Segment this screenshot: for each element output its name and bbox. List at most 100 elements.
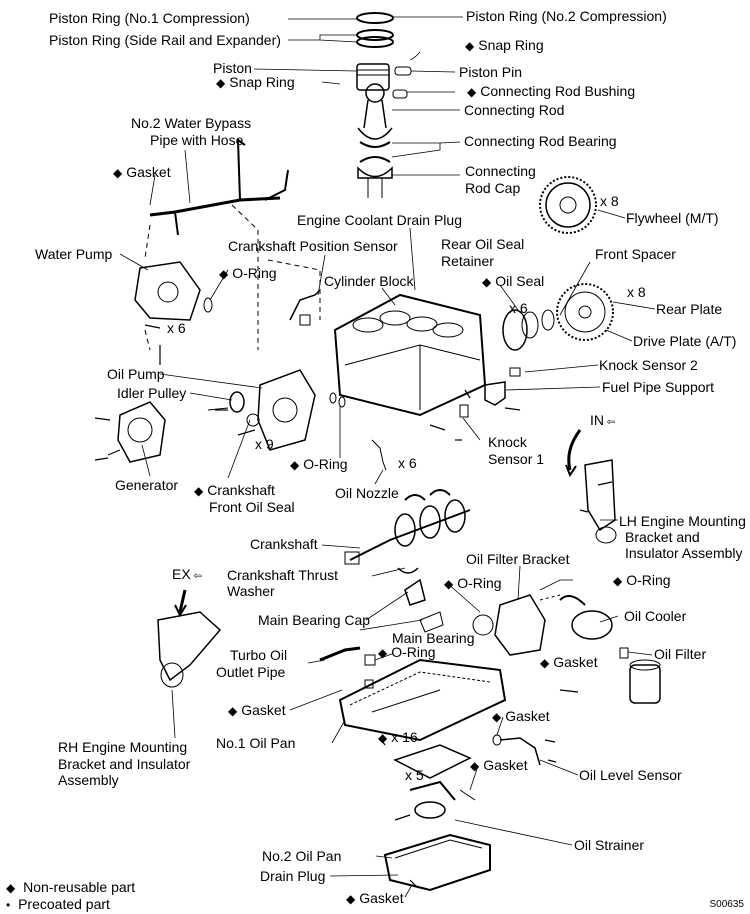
- label-oil-seal: ◆Oil Seal: [482, 273, 545, 289]
- label-connecting-rod: Connecting Rod: [464, 102, 565, 118]
- label-o-ring-middle: ◆O-Ring: [290, 456, 348, 472]
- oil-strainer-icon: [409, 780, 476, 819]
- label-gasket-drain: ◆Gasket: [346, 890, 404, 906]
- label-turbo-oil-outlet-pipe-line1: Turbo Oil: [230, 647, 288, 663]
- label-crankshaft-thrust-washer-line1: Crankshaft Thrust: [227, 567, 339, 583]
- diamond-icon: ◆: [194, 484, 204, 498]
- connecting-rod-icon: [357, 83, 408, 198]
- label-cylinder-block: Cylinder Block: [324, 273, 414, 289]
- label-engine-coolant-drain-plug: Engine Coolant Drain Plug: [297, 212, 462, 228]
- drive-plate-icon: [556, 283, 614, 341]
- label-piston-pin: Piston Pin: [459, 64, 523, 80]
- diamond-icon: ◆: [290, 458, 300, 472]
- label-o-ring-turbo: ◆O-Ring: [378, 644, 436, 660]
- front-arrow-icon: ⇦: [604, 417, 616, 428]
- label-oil-pump: Oil Pump: [107, 366, 165, 382]
- label-x5: x 5: [405, 767, 424, 783]
- diamond-icon: ◆: [470, 759, 480, 773]
- in-direction-marker: IN ⇦: [590, 412, 616, 428]
- diamond-icon: ◆: [378, 646, 388, 660]
- crankshaft-icon: [344, 489, 471, 565]
- water-pump-icon: [134, 261, 213, 321]
- label-o-ring-right: ◆O-Ring: [444, 575, 502, 591]
- diamond-icon: ◆: [6, 881, 16, 895]
- label-rear-oil-seal-retainer-line1: Rear Oil Seal: [441, 236, 525, 252]
- oil-cooler-icon: [559, 595, 613, 640]
- oil-filter-icon: [619, 647, 661, 704]
- no2-oil-pan-icon: [383, 833, 491, 892]
- label-piston-ring-no2: Piston Ring (No.2 Compression): [466, 8, 667, 24]
- label-drain-plug: Drain Plug: [260, 868, 326, 884]
- label-connecting-rod-bearing: Connecting Rod Bearing: [464, 133, 617, 149]
- diamond-icon: ◆: [444, 577, 454, 591]
- label-piston-ring-no1: Piston Ring (No.1 Compression): [49, 10, 250, 26]
- cylinder-block-icon: [333, 293, 487, 417]
- diamond-icon: ◆: [613, 574, 623, 588]
- label-idler-pulley: Idler Pulley: [117, 385, 187, 401]
- leader-lines: [119, 16, 656, 898]
- label-crankshaft-front-oil-seal-line1: ◆Crankshaft: [194, 482, 275, 498]
- label-o-ring-water-pump: ◆O-Ring: [219, 265, 277, 281]
- label-gasket-bracket: ◆Gasket: [540, 654, 598, 670]
- baffle-plate-icon: [393, 744, 472, 779]
- label-rear-oil-seal-retainer-line2: Retainer: [441, 253, 494, 269]
- oil-nozzle-icon: [329, 392, 387, 471]
- label-main-bearing-cap: Main Bearing Cap: [258, 612, 371, 628]
- label-gasket-pan: ◆Gasket: [228, 702, 286, 718]
- label-crankshaft-front-oil-seal-line2: Front Oil Seal: [209, 499, 295, 515]
- label-gasket-top: ◆Gasket: [113, 164, 171, 180]
- generator-icon: [107, 401, 166, 463]
- fuel-pipe-support-icon: [484, 381, 506, 406]
- label-knock-sensor-1-line2: Sensor 1: [488, 451, 545, 467]
- label-x8-flywheel: x 8: [600, 193, 619, 209]
- label-oil-filter: Oil Filter: [654, 646, 707, 662]
- label-snap-ring-right: ◆Snap Ring: [465, 37, 544, 53]
- label-connecting-rod-cap-line2: Rod Cap: [465, 180, 521, 196]
- rh-mounting-bracket-icon: [157, 589, 222, 688]
- diamond-icon: ◆: [113, 166, 123, 180]
- dot-icon: •: [6, 898, 11, 912]
- legend-non-reusable-text: Non-reusable part: [23, 879, 136, 895]
- label-water-bypass-pipe-line1: No.2 Water Bypass: [131, 115, 252, 131]
- label-gasket-level-sensor: ◆Gasket: [492, 708, 550, 724]
- label-fuel-pipe-support: Fuel Pipe Support: [602, 379, 715, 395]
- label-oil-cooler: Oil Cooler: [624, 608, 687, 624]
- diamond-icon: ◆: [482, 275, 492, 289]
- label-rh-mounting-line2: Bracket and Insulator: [58, 756, 191, 772]
- label-o-ring-filter: ◆O-Ring: [613, 572, 671, 588]
- label-oil-nozzle: Oil Nozzle: [335, 485, 399, 501]
- label-oil-strainer: Oil Strainer: [574, 837, 645, 853]
- lh-mounting-bracket-icon: [565, 429, 617, 544]
- label-crankshaft-position-sensor: Crankshaft Position Sensor: [228, 238, 398, 254]
- label-rh-mounting-line3: Assembly: [58, 772, 119, 788]
- piston-rings-icon: [356, 12, 394, 48]
- diamond-icon: ◆: [465, 39, 475, 53]
- diamond-icon: ◆: [346, 892, 356, 906]
- bolt-icons: [94, 324, 613, 889]
- label-connecting-rod-cap-line1: Connecting: [465, 163, 536, 179]
- oil-pump-icon: [246, 369, 316, 451]
- label-gasket-strainer: ◆Gasket: [470, 757, 528, 773]
- crankshaft-position-sensor-icon: [289, 289, 321, 326]
- label-flywheel: Flywheel (M/T): [626, 210, 719, 226]
- legend-non-reusable: ◆ Non-reusable part: [6, 879, 135, 895]
- label-crankshaft-thrust-washer-line2: Washer: [227, 583, 275, 599]
- turbo-oil-outlet-pipe-icon: [319, 646, 376, 689]
- label-front-spacer: Front Spacer: [595, 246, 676, 262]
- label-no1-oil-pan: No.1 Oil Pan: [216, 735, 296, 751]
- label-drive-plate: Drive Plate (A/T): [633, 333, 737, 349]
- label-snap-ring-left: ◆Snap Ring: [216, 74, 295, 90]
- flywheel-icon: [539, 176, 597, 234]
- front-arrow-icon: ⇦: [190, 571, 202, 582]
- figure-code: S00635: [709, 899, 744, 910]
- label-crankshaft: Crankshaft: [250, 536, 318, 552]
- label-oil-filter-bracket: Oil Filter Bracket: [466, 551, 570, 567]
- diamond-icon: ◆: [492, 710, 502, 724]
- label-main-bearing: Main Bearing: [392, 630, 475, 646]
- label-x6-oil-nozzle: x 6: [398, 455, 417, 471]
- label-connecting-rod-bushing: ◆Connecting Rod Bushing: [467, 83, 636, 99]
- diamond-icon: ◆: [467, 85, 477, 99]
- label-piston: Piston: [213, 60, 252, 76]
- label-x9: x 9: [255, 436, 274, 452]
- label-knock-sensor-2: Knock Sensor 2: [599, 357, 698, 373]
